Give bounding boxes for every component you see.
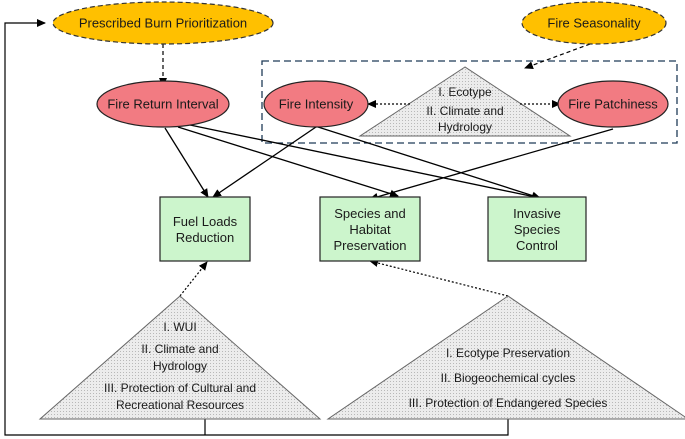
- fire-return-interval-node: Fire Return Interval: [96, 80, 230, 128]
- prescribed-burn-label: Prescribed Burn Prioritization: [79, 16, 247, 31]
- species-habitat-line-1: Species and: [334, 206, 406, 221]
- feedback-loop: [4, 19, 509, 436]
- invasive-species-box: Invasive Species Control: [487, 196, 587, 262]
- invasive-species-line-2: Species: [514, 222, 561, 237]
- invasive-species-line-1: Invasive: [513, 206, 561, 221]
- species-factor-3: III. Protection of Endangered Species: [409, 396, 608, 410]
- fuel-factor-3: Hydrology: [153, 359, 207, 373]
- species-habitat-box: Species and Habitat Preservation: [319, 196, 421, 262]
- fuel-factors-triangle: I. WUI II. Climate and Hydrology III. Pr…: [38, 295, 322, 420]
- fuel-factor-1: I. WUI: [163, 320, 196, 334]
- species-factor-1: I. Ecotype Preservation: [446, 346, 570, 360]
- fuel-loads-box: Fuel Loads Reduction: [159, 196, 251, 262]
- fuel-loads-line-1: Fuel Loads: [173, 214, 238, 229]
- fire-characteristics-group-box: [261, 60, 678, 144]
- fire-patchiness-label: Fire Patchiness: [568, 97, 658, 112]
- fire-factors-triangle: [358, 66, 572, 137]
- species-factor-2: II. Biogeochemical cycles: [441, 371, 576, 385]
- invasive-species-line-3: Control: [516, 238, 558, 253]
- fuel-factors-arrow: [179, 261, 208, 297]
- fire-factor-1: I. Ecotype: [438, 85, 492, 99]
- fire-intensity-node: Fire Intensity: [263, 80, 369, 128]
- fire-patchiness-node: Fire Patchiness: [557, 80, 669, 128]
- species-habitat-line-3: Preservation: [334, 238, 407, 253]
- species-habitat-line-2: Habitat: [349, 222, 391, 237]
- species-factors-triangle: I. Ecotype Preservation II. Biogeochemic…: [326, 295, 685, 420]
- fire-seasonality-node: Fire Seasonality: [521, 1, 667, 45]
- fire-intensity-label: Fire Intensity: [279, 97, 354, 112]
- seasonality-to-group-arrow: [524, 43, 591, 69]
- fuel-loads-line-2: Reduction: [176, 230, 235, 245]
- fire-factor-2: II. Climate and: [426, 104, 503, 118]
- fire-return-interval-label: Fire Return Interval: [107, 97, 218, 112]
- influence-arrows: [164, 124, 614, 201]
- species-factors-arrow: [369, 259, 509, 297]
- fuel-factor-2: II. Climate and: [141, 342, 218, 356]
- fuel-factor-5: Recreational Resources: [116, 398, 244, 412]
- fire-factor-3: Hydrology: [438, 120, 492, 134]
- fire-seasonality-label: Fire Seasonality: [547, 16, 641, 31]
- fuel-factor-4: III. Protection of Cultural and: [104, 381, 256, 395]
- prescribed-burn-node: Prescribed Burn Prioritization: [52, 1, 274, 45]
